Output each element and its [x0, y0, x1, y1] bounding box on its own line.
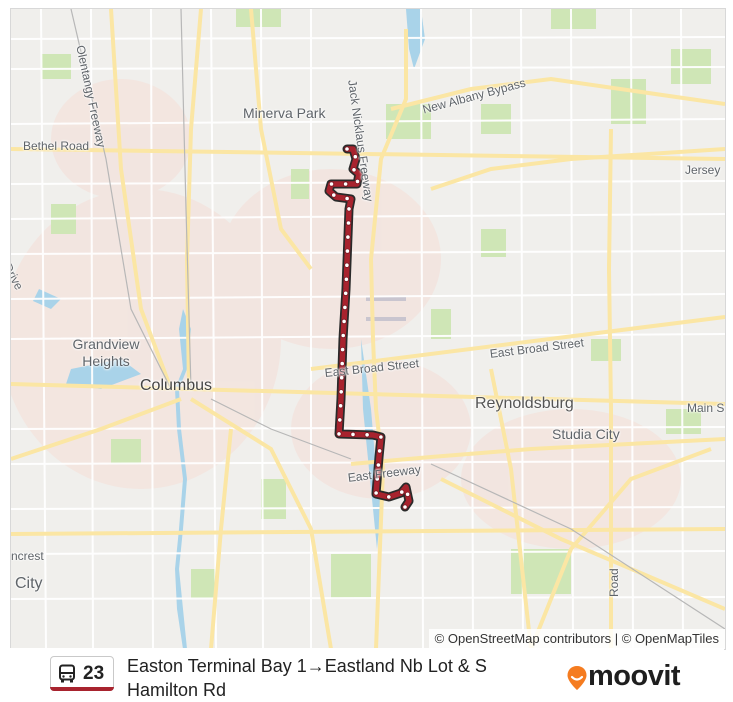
- label-columbus: Columbus: [140, 377, 213, 394]
- route-stop-marker[interactable]: [344, 146, 350, 152]
- route-stop-marker[interactable]: [350, 431, 356, 437]
- label-reynoldsburg: Reynoldsburg: [475, 395, 574, 412]
- route-stop-marker[interactable]: [346, 206, 352, 212]
- route-stop-marker[interactable]: [345, 234, 351, 240]
- route-stop-marker[interactable]: [374, 476, 380, 482]
- route-number: 23: [83, 663, 105, 684]
- route-badge[interactable]: 23: [50, 656, 114, 691]
- route-stop-marker[interactable]: [336, 431, 342, 437]
- route-stop-marker[interactable]: [351, 167, 357, 173]
- route-stop-marker[interactable]: [386, 494, 392, 500]
- bus-icon: [59, 664, 75, 683]
- major-roads: [11, 9, 725, 649]
- route-stop-marker[interactable]: [402, 504, 408, 510]
- route-stop-marker[interactable]: [364, 432, 370, 438]
- route-stop-marker[interactable]: [339, 360, 345, 367]
- label-ncrest: ncrest: [11, 549, 44, 563]
- route-title: Easton Terminal Bay 1→Eastland Nb Lot & …: [127, 656, 487, 700]
- route-stop-marker[interactable]: [375, 462, 381, 468]
- label-jersey: Jersey: [685, 163, 721, 177]
- route-stop-marker[interactable]: [337, 403, 344, 409]
- label-minerva-park: Minerva Park: [243, 105, 326, 121]
- map-viewport[interactable]: Olentangy Freeway Minerva Park Jack Nick…: [10, 8, 726, 650]
- route-stop-marker[interactable]: [341, 318, 347, 324]
- route-stop-marker[interactable]: [328, 181, 335, 187]
- map-canvas: [11, 9, 725, 649]
- route-stop-marker[interactable]: [376, 448, 383, 454]
- route-stop-marker[interactable]: [354, 178, 361, 184]
- route-color-stripe: [50, 687, 114, 691]
- label-city: City: [15, 575, 43, 592]
- route-stop-marker[interactable]: [373, 490, 379, 496]
- route-stop-marker[interactable]: [343, 290, 349, 296]
- route-footer: 23 Easton Terminal Bay 1→Eastland Nb Lot…: [10, 648, 724, 702]
- route-stop-marker[interactable]: [340, 332, 346, 339]
- route-stop-marker[interactable]: [378, 434, 384, 440]
- route-stop-marker[interactable]: [344, 248, 350, 254]
- moovit-pin-icon: [567, 666, 587, 690]
- label-grandview-heights: Grandview Heights: [72, 336, 140, 369]
- rail-lines: [70, 9, 725, 630]
- label-road: Road: [607, 568, 621, 597]
- label-main-st: Main S: [687, 401, 725, 415]
- route-stop-marker[interactable]: [331, 192, 337, 198]
- map-attribution[interactable]: © OpenStreetMap contributors | © OpenMap…: [428, 629, 725, 649]
- route-stops: [328, 146, 411, 510]
- route-stop-marker[interactable]: [339, 375, 345, 381]
- route-stop-marker[interactable]: [342, 181, 349, 187]
- label-studia-city: Studia City: [552, 426, 620, 442]
- route-stop-marker[interactable]: [404, 491, 411, 497]
- route-stop-marker[interactable]: [342, 304, 348, 310]
- route-stop-marker[interactable]: [337, 417, 343, 423]
- route-stop-marker[interactable]: [338, 389, 344, 395]
- label-bethel-road: Bethel Road: [23, 139, 90, 153]
- route-stop-marker[interactable]: [343, 276, 349, 282]
- route-stop-marker[interactable]: [345, 220, 352, 226]
- route-stop-marker[interactable]: [344, 262, 350, 268]
- moovit-logo[interactable]: moovit: [566, 660, 696, 694]
- moovit-wordmark: moovit: [588, 660, 681, 692]
- route-stop-marker[interactable]: [344, 195, 350, 202]
- route-stop-marker[interactable]: [352, 154, 358, 160]
- route-stop-marker[interactable]: [339, 346, 346, 353]
- route-stop-marker[interactable]: [399, 489, 405, 495]
- minor-roads: [11, 9, 725, 649]
